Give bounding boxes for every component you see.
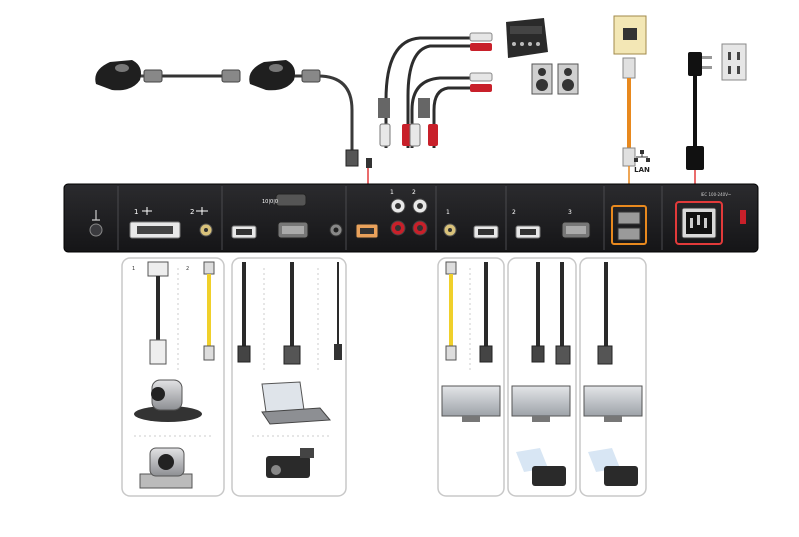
codec-rear-panel: 1 2 10|0|0 1 2 — [63, 183, 759, 253]
camera-icon — [139, 447, 193, 489]
laptop-icon — [261, 381, 332, 425]
dvi-port-icon — [561, 221, 591, 239]
wall-outlet-icon — [721, 43, 747, 81]
microphone-icon — [95, 60, 141, 91]
camera-icon — [266, 448, 314, 478]
camera-2-label: 2 — [190, 208, 194, 216]
camera-inputs-box: 1 2 — [121, 257, 225, 497]
monitor-icon — [441, 385, 501, 422]
output-1-box — [437, 257, 505, 497]
lan-cable — [622, 57, 636, 218]
output-2-label: 2 — [512, 209, 516, 216]
monitor-icon — [511, 385, 571, 422]
power-socket-icon — [675, 201, 723, 245]
camera-1-label: 1 — [134, 208, 138, 216]
projector-icon — [516, 448, 566, 486]
line-in-1-label: 1 — [390, 189, 394, 196]
dvi-port-icon — [129, 221, 181, 239]
hdmi-port-icon — [231, 225, 257, 239]
pc-inputs-box — [231, 257, 347, 497]
output-3-label: 3 — [568, 209, 572, 216]
camera-1-label-bottom: 1 — [132, 266, 135, 272]
lan-port-icon — [634, 150, 650, 162]
speaker-icon — [531, 63, 579, 95]
output-2-box — [507, 257, 577, 497]
power-label: IEC 100-240V~ — [701, 192, 732, 197]
power-cable — [686, 52, 712, 212]
camera-icon — [134, 379, 202, 422]
camera-2-label-bottom: 2 — [186, 266, 189, 272]
line-in-2-label: 2 — [412, 189, 416, 196]
monitor-icon — [583, 385, 643, 422]
ethernet-jack-icon — [613, 15, 647, 55]
hdmi-port-icon — [515, 225, 541, 239]
output-3-box — [579, 257, 647, 497]
output-1-label: 1 — [446, 209, 450, 216]
hdmi-port-icon — [473, 225, 499, 239]
dvi-port-icon — [277, 221, 309, 239]
audio-rca-cables — [378, 32, 493, 148]
microphone-chain — [95, 60, 372, 168]
microphone-icon — [249, 60, 295, 91]
projector-icon — [588, 448, 638, 486]
lan-label: LAN — [634, 166, 650, 174]
rs232-label: 10|0|0 — [262, 199, 278, 205]
mixer-icon — [506, 18, 548, 58]
